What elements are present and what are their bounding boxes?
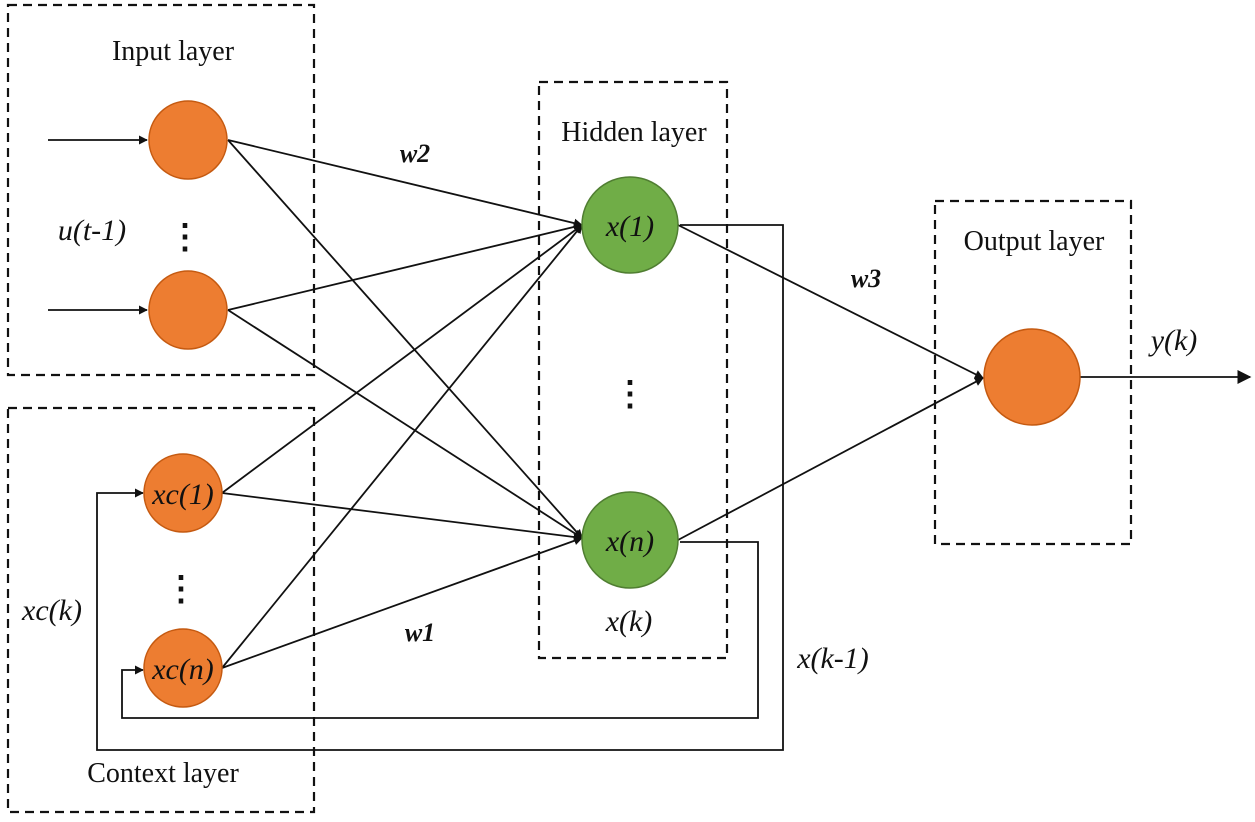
context-node-1 [143, 453, 223, 533]
edge-input1-hidden1 [227, 139, 583, 228]
input-layer-title: Input layer [112, 36, 235, 67]
feedback-hidden1-to-context1 [96, 224, 784, 751]
edge-input2-hiddenn [227, 309, 583, 539]
edge-input2-hidden1 [227, 222, 583, 311]
input-node-1 [148, 100, 228, 180]
edge-input1-hiddenn [227, 139, 583, 539]
weight-w2-label: w2 [400, 139, 430, 168]
context-signal-label: xc(k) [21, 594, 82, 627]
output-layer-title: Output layer [964, 226, 1105, 257]
edge-contextn-hidden1 [221, 224, 583, 669]
delayed-state-label: x(k-1) [796, 642, 869, 675]
hidden-state-label: x(k) [605, 605, 653, 638]
context-layer-title: Context layer [87, 758, 239, 789]
edge-context1-hidden1 [221, 224, 583, 494]
edge-hidden1-output [677, 224, 984, 379]
context-ellipsis: ⋮ [164, 571, 198, 608]
input-node-2 [148, 270, 228, 350]
hidden-node-1 [581, 176, 679, 274]
edge-hiddenn-output [677, 377, 984, 541]
weight-w1-label: w1 [405, 618, 435, 647]
hidden-layer-box [537, 80, 729, 660]
input-signal-label: u(t-1) [58, 214, 126, 247]
edge-contextn-hiddenn [221, 536, 583, 669]
hidden-layer-title: Hidden layer [561, 117, 707, 148]
context-layer-box [6, 406, 316, 814]
context-node-n-label: xc(n) [151, 653, 214, 686]
context-node-n [143, 628, 223, 708]
edge-context1-hiddenn [221, 492, 583, 542]
input-ellipsis: ⋮ [168, 219, 202, 256]
weight-w3-label: w3 [851, 264, 881, 293]
input-layer-box [6, 3, 316, 377]
feedback-hiddenn-to-contextn [121, 541, 759, 719]
output-node [983, 328, 1081, 426]
context-node-1-label: xc(1) [151, 478, 214, 511]
hidden-node-n-label: x(n) [605, 525, 654, 558]
hidden-ellipsis: ⋮ [613, 376, 647, 413]
hidden-node-n [581, 491, 679, 589]
hidden-node-1-label: x(1) [605, 210, 654, 243]
output-layer-box [933, 199, 1133, 546]
output-signal-label: y(k) [1148, 324, 1198, 357]
